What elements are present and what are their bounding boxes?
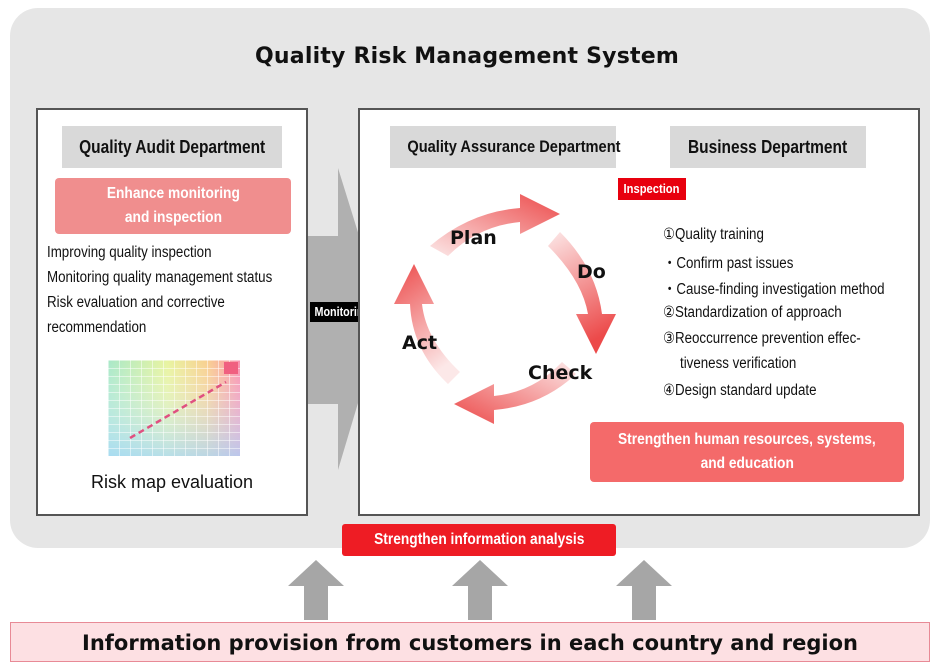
pdca-arrow-check xyxy=(454,362,576,424)
qa-heading: Quality Assurance Department xyxy=(390,126,620,168)
measure-item: ③Reoccurrence prevention effec- xyxy=(663,330,861,347)
measure-item: ④Design standard update xyxy=(663,382,817,399)
measure-item: ②Standardization of approach xyxy=(663,304,842,321)
audit-heading: Quality Audit Department xyxy=(62,126,282,168)
cycle-plan: Plan xyxy=(450,227,497,249)
business-heading: Business Department xyxy=(670,126,866,168)
audit-heading-text: Quality Audit Department xyxy=(78,137,266,157)
audit-item: Improving quality inspection xyxy=(47,244,212,261)
measure-item: tiveness verification xyxy=(680,355,797,372)
cycle-act: Act xyxy=(402,332,438,354)
qa-heading-text: Quality Assurance Department xyxy=(407,137,621,156)
audit-item: Monitoring quality management status xyxy=(47,269,273,286)
pdca-cycle xyxy=(394,194,616,424)
business-heading-text: Business Department xyxy=(688,137,848,157)
up-arrow-icon xyxy=(452,560,508,620)
strengthen-info-box: Strengthen information analysis xyxy=(342,524,616,556)
enhance-line-1: Enhance monitoring xyxy=(106,185,240,202)
strengthen-hr-line-2: and education xyxy=(700,455,794,472)
pdca-arrow-do xyxy=(548,232,616,354)
audit-item: Risk evaluation and corrective xyxy=(47,294,225,311)
monitoring-label-text: Monitoring xyxy=(314,305,371,319)
inspection-label-text: Inspection xyxy=(624,181,680,196)
strengthen-info-text: Strengthen information analysis xyxy=(373,531,585,548)
pdca-arrow-act xyxy=(394,264,460,384)
customer-info-bar: Information provision from customers in … xyxy=(10,622,930,662)
measure-item: ①Quality training xyxy=(663,226,764,243)
up-arrow-icon xyxy=(288,560,344,620)
measure-item: ・Cause-finding investigation method xyxy=(663,281,885,298)
enhance-monitoring-box: Enhance monitoring and inspection xyxy=(55,178,291,234)
page-title: Quality Risk Management System xyxy=(255,44,679,69)
risk-map-caption: Risk map evaluation xyxy=(90,472,254,492)
cycle-do: Do xyxy=(577,261,606,283)
inspection-label: Inspection xyxy=(618,178,686,200)
enhance-line-2: and inspection xyxy=(124,209,222,226)
strengthen-hr-line-1: Strengthen human resources, systems, xyxy=(618,431,876,448)
risk-map-image xyxy=(108,360,240,456)
up-arrow-icon xyxy=(616,560,672,620)
pdca-arrow-plan xyxy=(430,194,560,256)
cycle-check: Check xyxy=(528,362,593,384)
measure-item: ・Confirm past issues xyxy=(663,255,794,272)
audit-item: recommendation xyxy=(47,319,147,336)
strengthen-hr-box: Strengthen human resources, systems, and… xyxy=(590,422,904,482)
